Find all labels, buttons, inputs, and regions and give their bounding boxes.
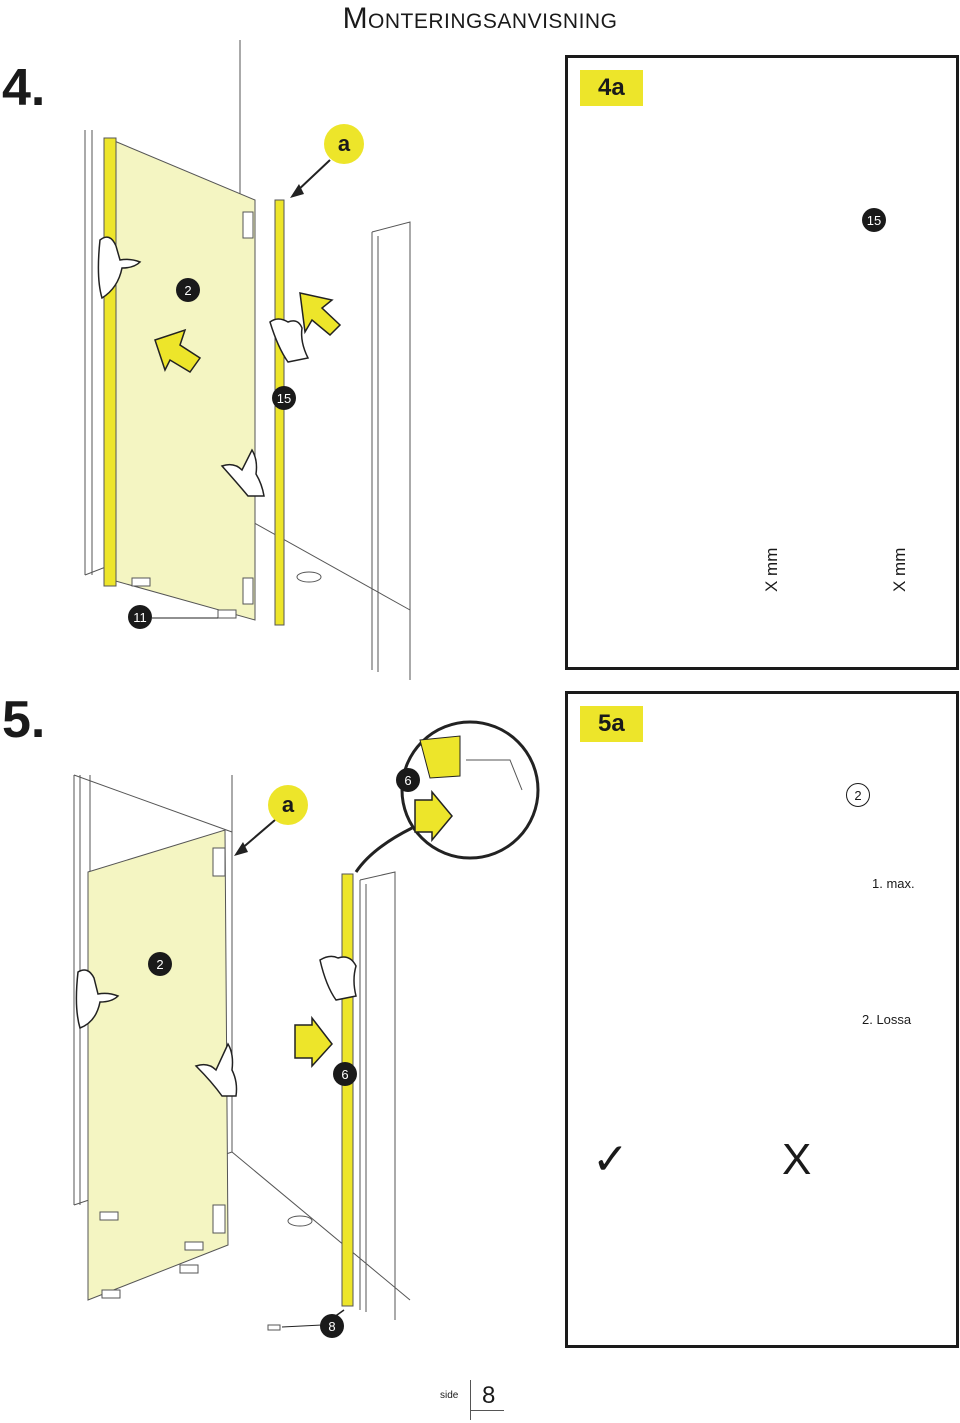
- dimension-label-left: X mm: [762, 547, 781, 592]
- step5-setting-block: [99, 1211, 119, 1221]
- part-badge-screw-8: 8: [320, 1314, 344, 1338]
- step5-hinge-top: [212, 847, 226, 877]
- step4-setting-block-2: [217, 609, 237, 619]
- panel-5a-badge: 2: [846, 783, 870, 807]
- push-arrow-icon: [414, 789, 453, 843]
- part-badge-glass-5: 2: [148, 952, 172, 976]
- push-arrow-icon: [299, 292, 342, 337]
- step-5-number: 5.: [2, 691, 46, 749]
- step5-profile-6: [341, 873, 354, 1307]
- footer-underline: [470, 1410, 504, 1411]
- detail-panel-4a: 4a: [565, 55, 959, 670]
- panel-4a-badge: 15: [862, 208, 886, 232]
- detail-panel-5a: 5a: [565, 691, 959, 1348]
- panel-tag-4a: 4a: [580, 70, 643, 106]
- step5-hinge-bottom: [212, 1204, 226, 1234]
- step5-setting-block-4: [101, 1289, 121, 1299]
- correct-check-icon: ✓: [592, 1135, 629, 1184]
- step4-wall-profile-left: [103, 137, 117, 587]
- part-badge-profile: 15: [272, 386, 296, 410]
- page-title: Monteringsanvisning: [342, 2, 618, 35]
- push-arrow-icon: [154, 328, 202, 373]
- step5-setting-block-2: [184, 1241, 204, 1251]
- detail-badge-6: 6: [396, 768, 420, 792]
- step4-profile-15: [274, 199, 285, 626]
- hand-icon: [97, 236, 310, 497]
- part-badge-profile-6: 6: [333, 1062, 357, 1086]
- step5-setting-block-3: [179, 1264, 199, 1274]
- push-arrow-icon: [294, 1015, 333, 1068]
- step-4-number: 4.: [2, 59, 46, 117]
- step5-screw-cap: [267, 1324, 281, 1331]
- callout-badge-a: a: [324, 124, 364, 164]
- dimension-label-right: X mm: [890, 547, 909, 592]
- step4-hinge-top: [242, 211, 254, 239]
- hand-icon: [75, 955, 357, 1097]
- footer-page-number: 8: [482, 1382, 496, 1409]
- step4-setting-block: [131, 577, 151, 587]
- instruction-step1: 1. max.: [872, 876, 915, 891]
- wrong-cross-icon: X: [782, 1135, 812, 1184]
- callout-badge-a-5: a: [268, 785, 308, 825]
- part-badge-block: 11: [128, 605, 152, 629]
- panel-tag-5a: 5a: [580, 706, 643, 742]
- step4-glass-panel: [111, 139, 256, 621]
- footer-side-label: side: [440, 1390, 459, 1401]
- step4-hinge-bottom: [242, 577, 254, 605]
- footer-divider: [470, 1380, 471, 1420]
- part-badge-glass: 2: [176, 278, 200, 302]
- step5-glass-panel: [87, 829, 229, 1301]
- instruction-step2: 2. Lossa: [862, 1012, 912, 1027]
